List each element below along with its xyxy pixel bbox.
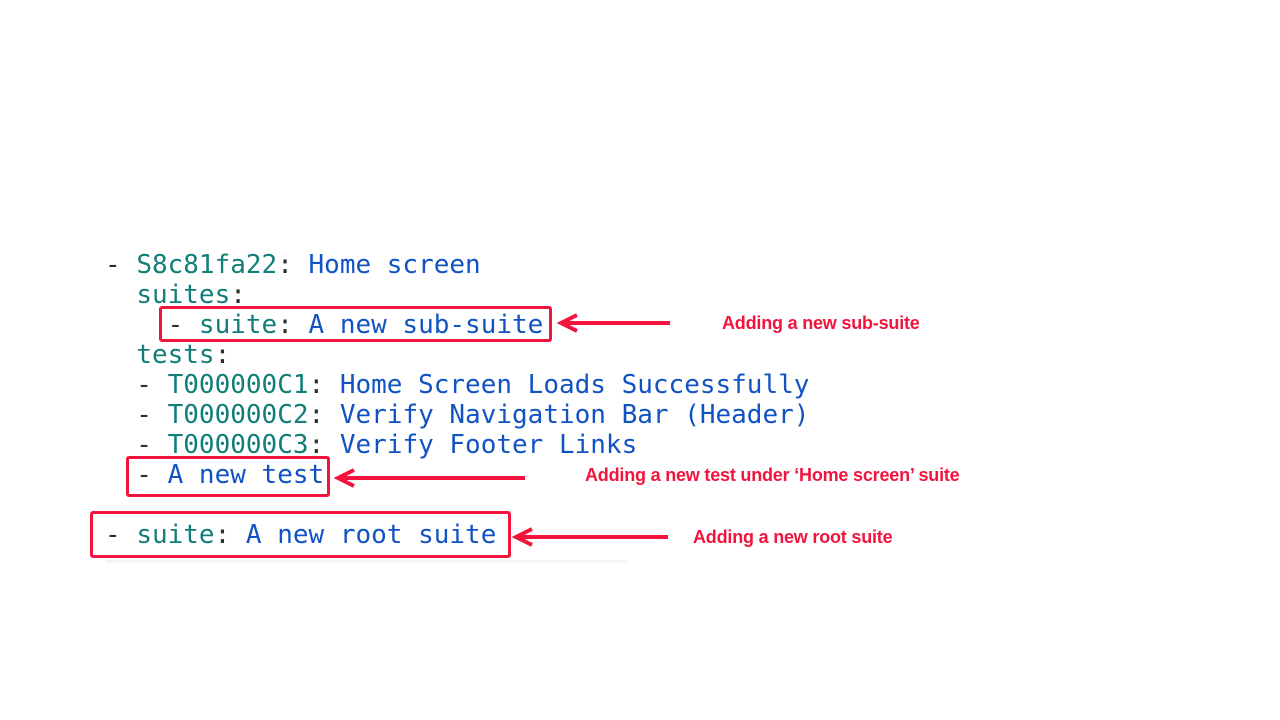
code-segment: T000000C1 [167,370,309,400]
code-segment: - [105,310,199,340]
annotation-new-test: Adding a new test under ‘Home screen’ su… [585,465,960,485]
code-segment: suite [136,520,215,550]
highlight-box-new-test [126,456,330,497]
code-segment: : [277,250,293,280]
code-line: - suite: A new sub-suite [105,310,809,340]
code-segment: Verify Footer Links [324,430,638,460]
code-line: - T000000C2: Verify Navigation Bar (Head… [105,400,809,430]
code-panel-bottom-edge [105,560,628,563]
code-segment: : [308,370,325,400]
code-line: - S8c81fa22: Home screen [105,250,809,280]
code-block: - S8c81fa22: Home screen suites: - suite… [105,250,809,550]
code-segment: - [105,400,168,430]
code-segment: - [105,520,137,550]
code-segment: : [230,280,246,310]
code-segment: - [105,370,168,400]
code-line: suites: [105,280,809,310]
code-segment: - [105,430,168,460]
code-segment: S8c81fa22 [136,250,278,280]
code-segment: : [308,430,325,460]
code-segment: Home screen [292,250,481,280]
code-segment: Verify Navigation Bar (Header) [324,400,810,430]
code-segment: A new root suite [230,520,497,550]
code-segment: : [277,310,293,340]
highlight-box-sub-suite [159,306,552,342]
code-segment: Home Screen Loads Successfully [324,370,810,400]
code-segment: tests [136,340,215,370]
code-segment: - [105,460,168,490]
code-segment: suites [136,280,231,310]
annotation-sub-suite: Adding a new sub-suite [722,313,920,333]
code-line: - A new test [105,460,809,490]
annotation-root-suite: Adding a new root suite [693,527,893,547]
code-segment: A new test [167,460,325,490]
code-segment: : [214,340,231,370]
code-segment: A new sub-suite [292,310,544,340]
highlight-box-root-suite [90,511,511,558]
code-segment: : [214,520,231,550]
code-line: tests: [105,340,809,370]
code-segment [105,340,136,370]
code-segment: - [105,250,137,280]
code-line: - T000000C1: Home Screen Loads Successfu… [105,370,809,400]
code-segment [105,280,136,310]
code-segment: : [308,400,325,430]
code-segment: T000000C3 [167,430,309,460]
code-line: - suite: A new root suite [105,520,809,550]
code-segment: suite [198,310,278,340]
code-segment: T000000C2 [167,400,309,430]
code-line: - T000000C3: Verify Footer Links [105,430,809,460]
